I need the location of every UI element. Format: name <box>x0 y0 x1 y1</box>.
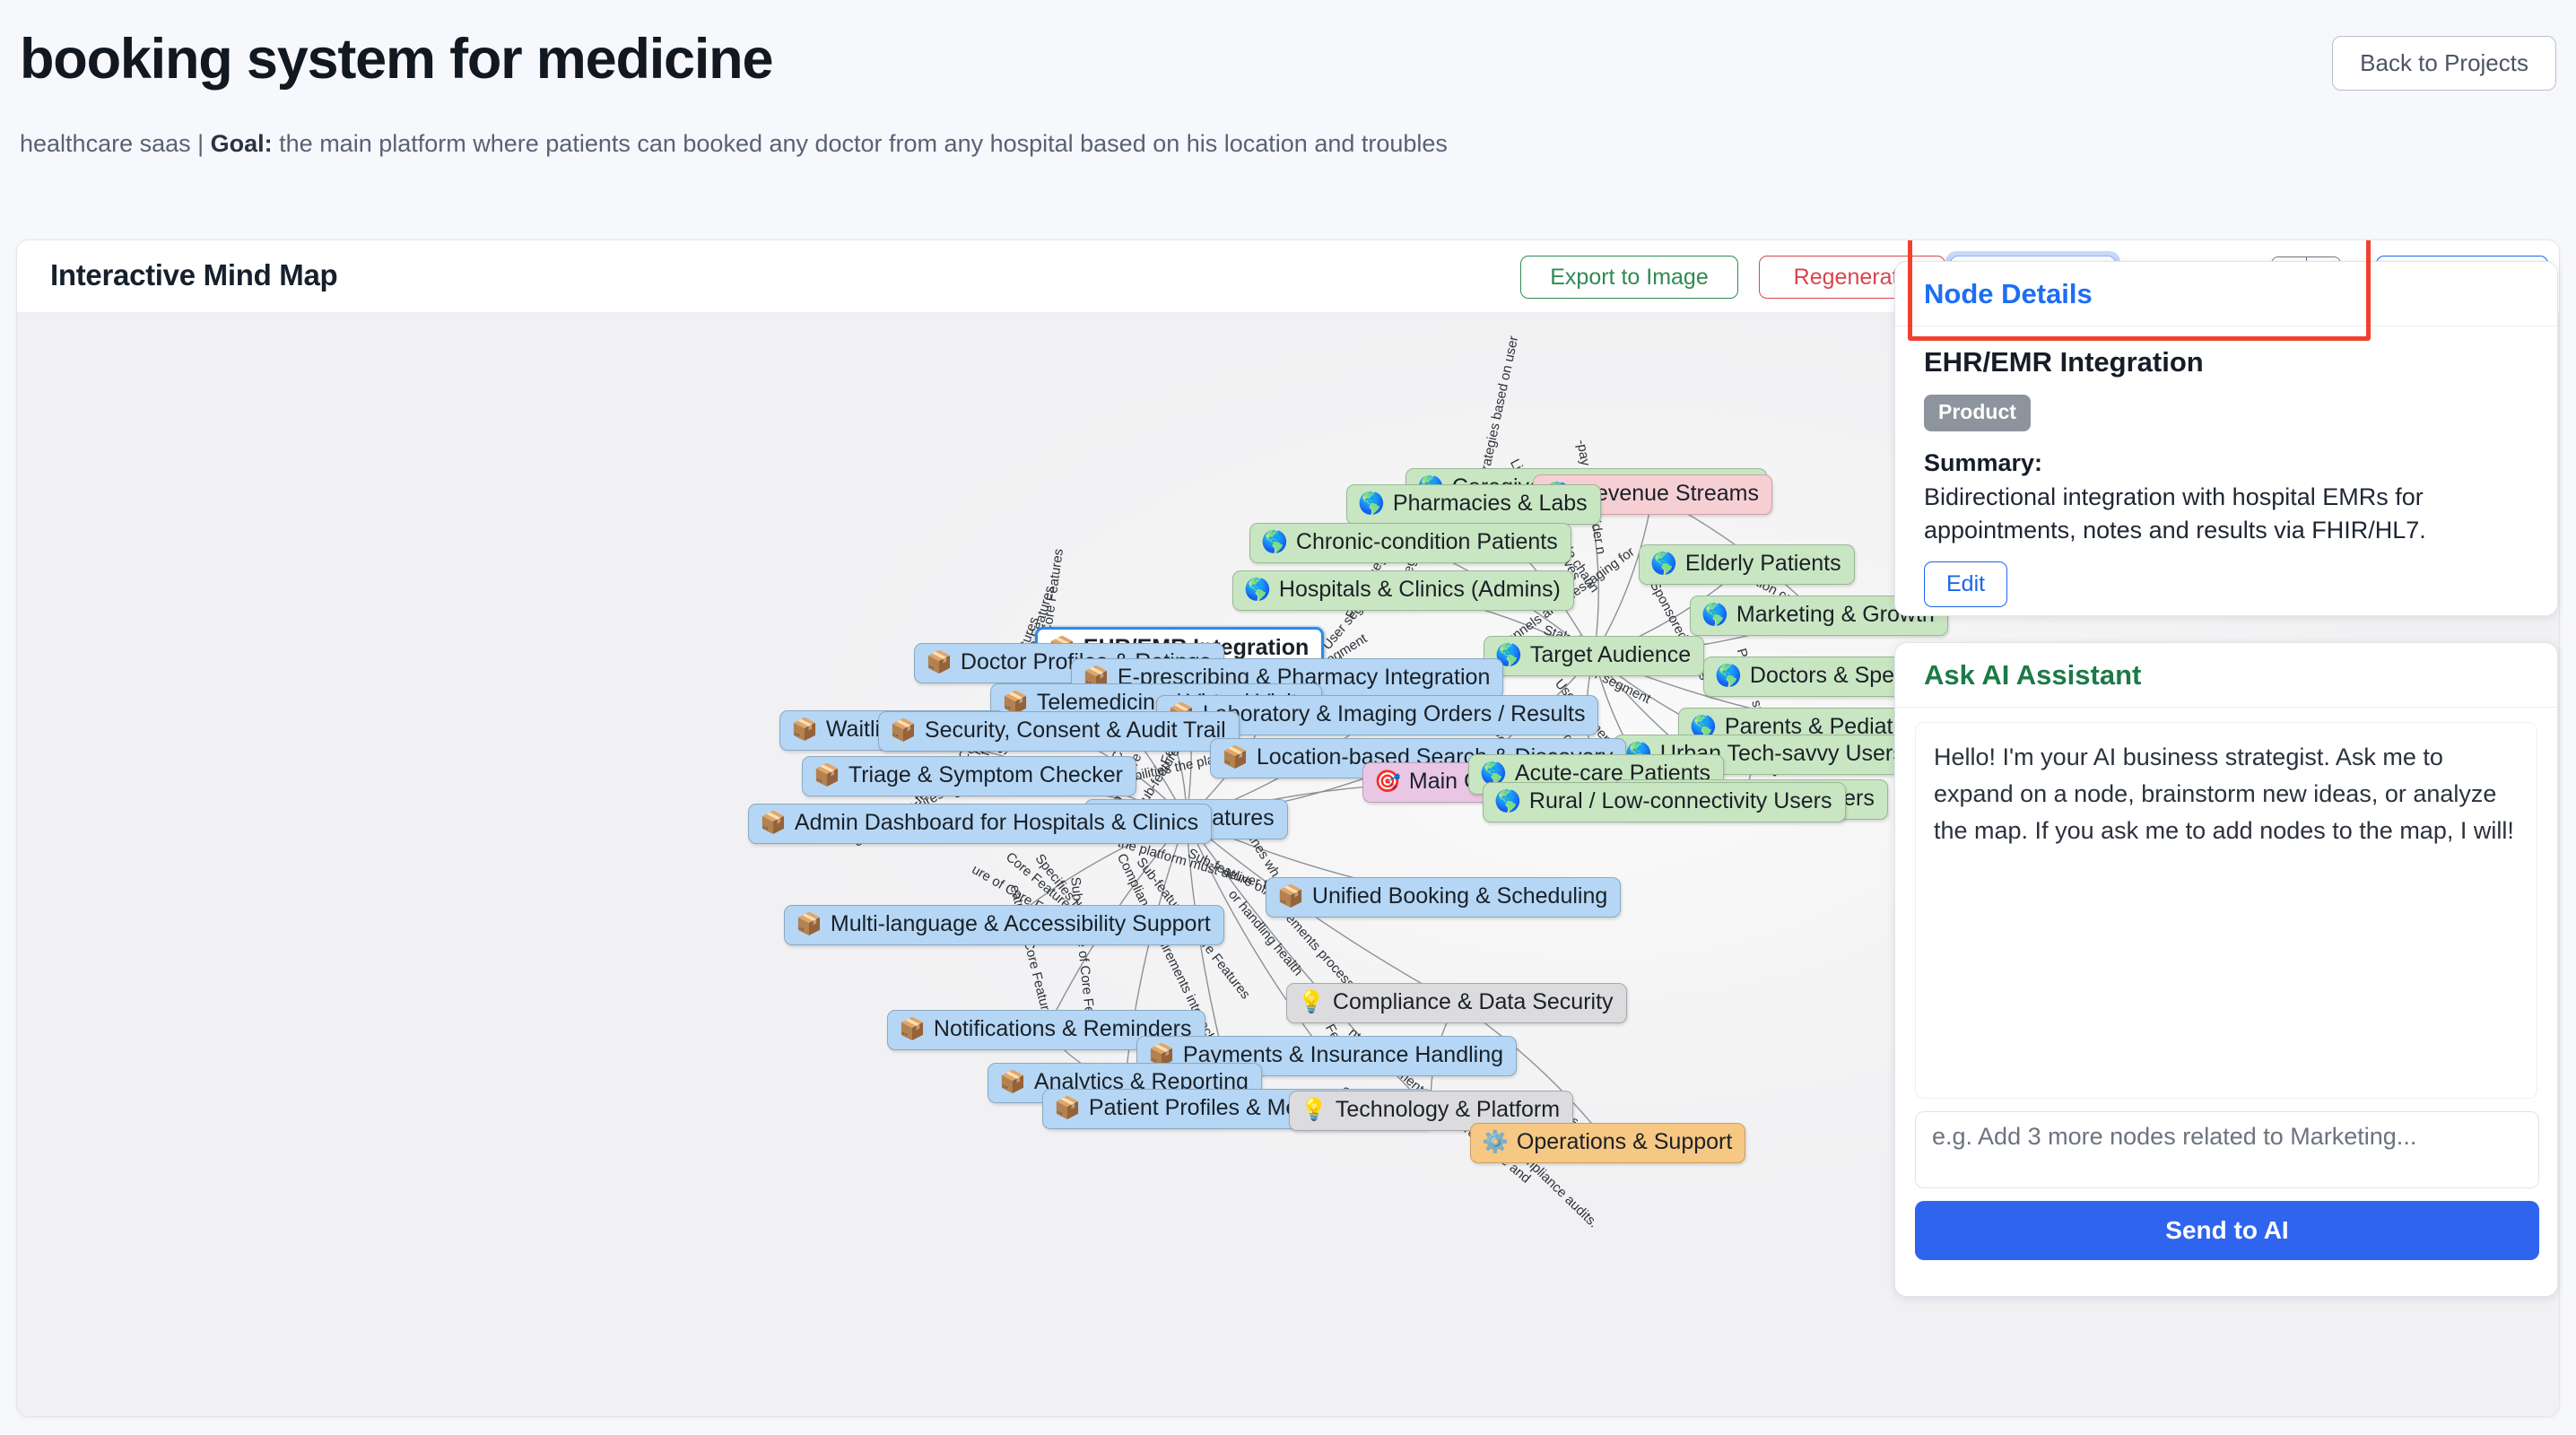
node-type-icon: 💡 <box>1301 1097 1327 1122</box>
page-title: booking system for medicine <box>20 28 773 91</box>
node-details-panel: Node Details EHR/EMR Integration Product… <box>1894 261 2558 616</box>
node-type-icon: 🌎 <box>1715 663 1742 688</box>
ai-assistant-panel: Ask AI Assistant Hello! I'm your AI busi… <box>1894 642 2558 1297</box>
node-type-icon: 📦 <box>1148 1042 1175 1067</box>
node-type-icon: 📦 <box>890 718 917 743</box>
node-type-icon: 📦 <box>760 810 787 835</box>
node-type-icon: 🌎 <box>1244 577 1271 602</box>
mindmap-node-target[interactable]: 🌎Target Audience <box>1484 636 1705 676</box>
mindmap-node-label: Pharmacies & Labs <box>1392 491 1588 516</box>
mindmap-node-unified[interactable]: 📦 Unified Booking & Scheduling <box>1266 877 1622 918</box>
ai-assistant-title: Ask AI Assistant <box>1924 658 2142 691</box>
mindmap-node-multilang[interactable]: 📦 Multi-language & Accessibility Support <box>784 905 1224 945</box>
export-to-image-button[interactable]: Export to Image <box>1520 256 1738 299</box>
node-type-icon: 🎯 <box>1374 769 1401 794</box>
node-type-icon: 🌎 <box>1480 761 1507 786</box>
edit-node-button[interactable]: Edit <box>1924 561 2008 607</box>
node-type-icon: 🌎 <box>1690 714 1717 739</box>
selected-node-name: EHR/EMR Integration <box>1924 346 2204 378</box>
mindmap-node-elderly[interactable]: 🌎 Elderly Patients <box>1639 544 1855 585</box>
subtitle-goal-label: Goal: <box>210 130 273 157</box>
mindmap-edge <box>1185 819 1327 1057</box>
ai-greeting-message: Hello! I'm your AI business strategist. … <box>1934 744 2514 844</box>
mindmap-node-label: Operations & Support <box>1516 1129 1733 1154</box>
page-header: booking system for medicine healthcare s… <box>0 0 2576 224</box>
mindmap-node-label: Target Audience <box>1529 642 1692 667</box>
send-to-ai-button[interactable]: Send to AI <box>1915 1201 2539 1260</box>
mindmap-node-eprescribe[interactable]: 📦E-prescribing & Pharmacy Integration <box>1071 658 1504 699</box>
ai-prompt-input[interactable] <box>1915 1111 2539 1188</box>
mindmap-node-label: Technology & Platform <box>1335 1097 1561 1122</box>
page-subtitle: healthcare saas | Goal: the main platfor… <box>20 122 1643 165</box>
page-section-title: Interactive Mind Map <box>50 258 338 291</box>
node-details-body: EHR/EMR Integration Product Summary: Bid… <box>1895 326 2557 607</box>
mindmap-node-triage[interactable]: 📦 Triage & Symptom Checker <box>802 756 1137 796</box>
node-type-icon: 📦 <box>926 649 953 674</box>
mindmap-node-operations[interactable]: ⚙️ Operations & Support <box>1470 1123 1746 1163</box>
mindmap-node-label: Multi-language & Accessibility Support <box>830 911 1211 936</box>
mindmap-node-label: Laboratory & Imaging Orders / Results <box>1202 701 1586 726</box>
mindmap-node-label: Elderly Patients <box>1684 551 1841 576</box>
mindmap-node-rural[interactable]: 🌎 Rural / Low-connectivity Users <box>1483 782 1846 822</box>
mindmap-node-hospitals[interactable]: 🌎 Hospitals & Clinics (Admins) <box>1232 570 1574 611</box>
node-type-icon: 📦 <box>796 911 822 936</box>
mindmap-node-label: Security, Consent & Audit Trail <box>924 718 1226 743</box>
summary-text: Bidirectional integration with hospital … <box>1924 483 2426 544</box>
mindmap-node-chronic[interactable]: 🌎 Chronic-condition Patients <box>1249 523 1571 563</box>
ai-assistant-header: Ask AI Assistant <box>1895 643 2557 708</box>
subtitle-prefix: healthcare saas | <box>20 130 211 157</box>
node-type-icon: 📦 <box>1222 744 1249 770</box>
right-sidebar: Node Details EHR/EMR Integration Product… <box>1894 261 2558 1391</box>
mindmap-node-label: Admin Dashboard for Hospitals & Clinics <box>794 810 1199 835</box>
node-type-icon: 📦 <box>791 717 818 742</box>
mindmap-node-label: Hospitals & Clinics (Admins) <box>1278 577 1561 602</box>
node-type-icon: 🌎 <box>1650 551 1677 576</box>
mindmap-node-technology[interactable]: 💡 Technology & Platform <box>1289 1091 1574 1131</box>
node-type-icon: 📦 <box>814 762 840 787</box>
mindmap-node-label: Chronic-condition Patients <box>1295 529 1558 554</box>
node-type-icon: 📦 <box>999 1069 1026 1094</box>
mindmap-node-compliance[interactable]: 💡 Compliance & Data Security <box>1286 983 1627 1023</box>
node-type-icon: 📦 <box>1054 1095 1081 1120</box>
back-to-projects-button[interactable]: Back to Projects <box>2332 36 2556 91</box>
node-details-title: Node Details <box>1924 277 2093 309</box>
mindmap-edge <box>1186 818 1458 1004</box>
mindmap-node-label: Unified Booking & Scheduling <box>1311 883 1608 909</box>
mindmap-node-pharmacies[interactable]: 🌎 Pharmacies & Labs <box>1346 484 1601 525</box>
node-type-icon: 🌎 <box>1494 788 1521 813</box>
summary-label: Summary: <box>1924 449 2043 476</box>
node-type-icon: 🌎 <box>1261 529 1288 554</box>
node-type-icon: 💡 <box>1298 989 1325 1014</box>
mindmap-node-security[interactable]: 📦 Security, Consent & Audit Trail <box>878 711 1240 752</box>
node-type-icon: 📦 <box>1277 883 1304 909</box>
node-type-icon: 📦 <box>1002 690 1029 715</box>
ai-chat-log: Hello! I'm your AI business strategist. … <box>1915 722 2537 1099</box>
mindmap-node-label: Rural / Low-connectivity Users <box>1528 788 1832 813</box>
mindmap-node-label: Triage & Symptom Checker <box>848 762 1124 787</box>
node-details-header: Node Details <box>1895 262 2557 326</box>
subtitle-goal-text: the main platform where patients can boo… <box>272 130 1448 157</box>
node-type-icon: 📦 <box>899 1016 926 1041</box>
node-type-icon: 🌎 <box>1358 491 1385 516</box>
node-type-icon: ⚙️ <box>1482 1129 1509 1154</box>
mindmap-node-label: Compliance & Data Security <box>1332 989 1614 1014</box>
mindmap-node-admindash[interactable]: 📦 Admin Dashboard for Hospitals & Clinics <box>748 804 1213 844</box>
node-type-badge: Product <box>1924 395 2031 431</box>
mindmap-node-label: Revenue Streams <box>1579 481 1759 506</box>
node-type-icon: 🌎 <box>1701 602 1728 627</box>
